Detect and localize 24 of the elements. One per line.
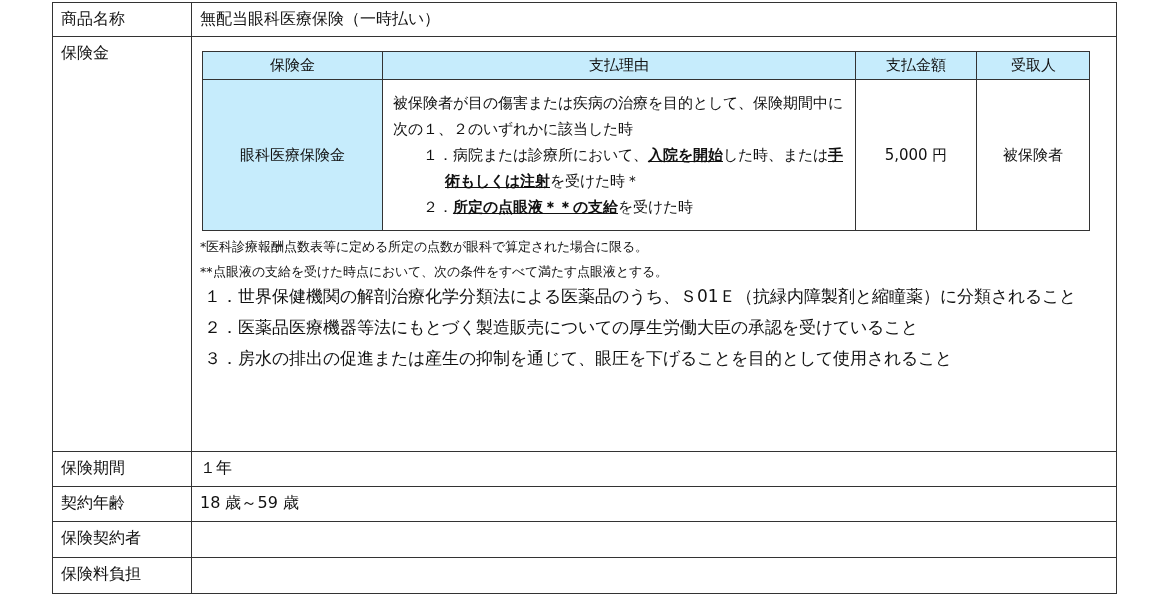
condition-text: １．病院または診療所において、入院を開始した時、または手術もしくは注射を受けた時＊: [422, 145, 844, 192]
footnote-text: **点眼液の支給を受けた時点において、次の条件をすべて満たす点眼液とする。: [200, 264, 669, 281]
table-cell: 5,000 円: [855, 79, 977, 231]
condition-text: １．世界保健機関の解剖治療化学分類法による医薬品のうち、Ｓ01Ｅ（抗緑内障製剤と縮瞳薬）に分類されること: [203, 285, 1077, 308]
header-cell: 支払金額: [855, 51, 977, 80]
table-cell: 商品名称: [52, 2, 192, 37]
condition-text: 被保険者が目の傷害または疾病の治療を目的として、保険期間中に次の１、２のいずれかに該当した時: [393, 93, 844, 140]
table-cell: 保険期間: [52, 451, 192, 487]
header-cell: 支払理由: [382, 51, 856, 80]
footnote-text: *医科診療報酬点数表等に定める所定の点数が眼科で算定された場合に限る。: [200, 239, 650, 256]
condition-text: ２．所定の点眼液＊＊の支給を受けた時: [422, 197, 694, 218]
table-cell: 保険料負担: [52, 557, 192, 594]
table-cell: 保険金: [52, 36, 192, 452]
table-cell: 契約年齢: [52, 486, 192, 522]
header-cell: 保険金: [202, 51, 383, 80]
condition-text: ２．医薬品医療機器等法にもとづく製造販売についての厚生労働大臣の承認を受けていること: [203, 316, 919, 339]
table-cell: 18 歳～59 歳: [191, 486, 1117, 522]
table-cell: 保険契約者: [52, 521, 192, 558]
condition-text: ３．房水の排出の促進または産生の抑制を通じて、眼圧を下げることを目的として使用されること: [203, 347, 953, 370]
table-cell: １年: [191, 451, 1117, 487]
table-cell: 被保険者: [976, 79, 1090, 231]
header-cell: 受取人: [976, 51, 1090, 80]
table-cell: 眼科医療保険金: [202, 79, 383, 231]
table-cell: 無配当眼科医療保険（一時払い）: [191, 2, 1117, 37]
